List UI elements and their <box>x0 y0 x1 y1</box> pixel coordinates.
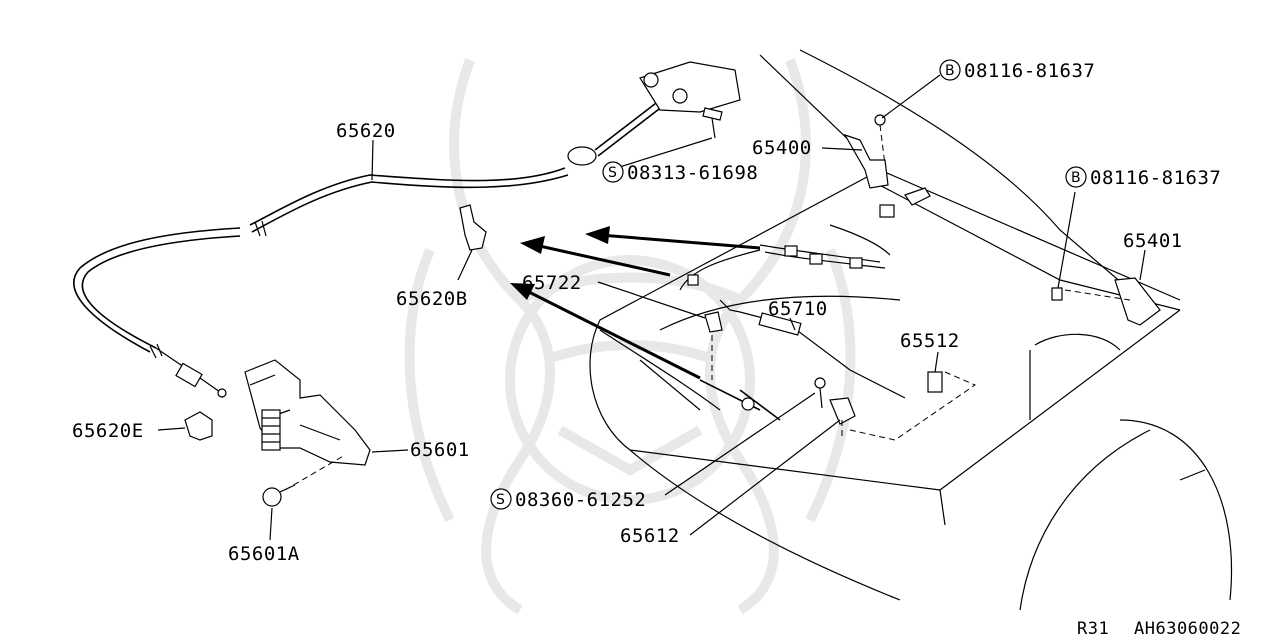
footer-model: R31 <box>1077 619 1109 638</box>
watermark-emblem <box>404 58 856 615</box>
b-symbol-icon <box>1065 166 1087 188</box>
label-65601: 65601 <box>410 439 470 461</box>
s-symbol-icon <box>490 488 512 510</box>
label-65620b: 65620B <box>396 288 468 310</box>
b-symbol-icon <box>939 59 961 81</box>
label-65400: 65400 <box>752 137 812 159</box>
s-symbol-icon <box>602 161 624 183</box>
label-65512: 65512 <box>900 330 960 352</box>
cable-end <box>217 388 227 398</box>
label-65612: 65612 <box>620 525 680 547</box>
bolt-65601a <box>262 487 282 507</box>
b-symbol-2: B <box>1071 170 1081 186</box>
part-labels: 65620 65620B 65620E 65601 65601A 65722 6… <box>72 59 1221 565</box>
release-handle <box>639 61 741 113</box>
hood-latch-65601 <box>244 359 371 507</box>
clip-65620b <box>459 204 487 251</box>
hood-lock-parts <box>679 114 1161 441</box>
footer-code: AH63060022 <box>1134 619 1241 638</box>
label-65620e: 65620E <box>72 420 144 442</box>
clip-65620e <box>184 411 213 441</box>
bolt-08313 <box>702 107 723 121</box>
label-b1: 08116-81637 <box>964 60 1095 82</box>
hood-release-cable <box>73 61 741 398</box>
b-symbol-1: B <box>945 63 955 79</box>
label-65601a: 65601A <box>228 543 300 565</box>
label-s1: 08313-61698 <box>627 162 758 184</box>
s-symbol-2: S <box>496 492 505 508</box>
label-65722: 65722 <box>522 272 582 294</box>
footer: R31 AH63060022 <box>1077 619 1241 638</box>
rubber-stop-65512 <box>927 371 943 393</box>
label-s2: 08360-61252 <box>515 489 646 511</box>
cable-ferrule <box>175 362 203 388</box>
car-body <box>589 49 1233 611</box>
label-65620: 65620 <box>336 120 396 142</box>
striker-65401 <box>1114 277 1161 326</box>
hood-lock-65400 <box>843 133 889 189</box>
label-65710: 65710 <box>768 298 828 320</box>
leader-lines <box>157 74 1146 541</box>
latch-spring <box>261 409 281 451</box>
prop-holder-65612 <box>829 397 856 425</box>
label-b2: 08116-81637 <box>1090 167 1221 189</box>
label-65401: 65401 <box>1123 230 1183 252</box>
direction-arrows <box>510 226 761 380</box>
grommet <box>567 146 597 166</box>
s-symbol-1: S <box>608 165 617 181</box>
